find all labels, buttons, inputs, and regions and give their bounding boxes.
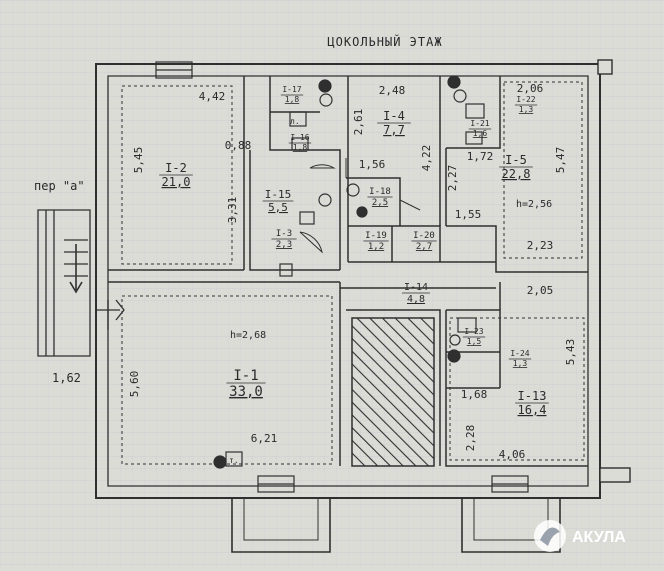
dimension-label: 1,72 [467, 150, 494, 163]
dimension-label: 2,28 [464, 425, 477, 452]
room-area-i-22: 1,3 [519, 105, 534, 114]
dimension-label: 2,05 [527, 284, 554, 297]
room-id-i-14: I-14 [404, 282, 428, 293]
dimension-label: 3,31 [226, 197, 239, 224]
room-area-i-18: 2,5 [372, 198, 388, 208]
light-pits [231, 498, 561, 553]
door-swings [299, 158, 421, 254]
room-labels: I-133,0 I-221,0I-32,3 I-47,7I-522,8I-1316,… [159, 85, 549, 417]
room-id-i-4: I-4 [383, 109, 405, 123]
dimension-label: 5,43 [564, 339, 577, 366]
room-area-i-3: 2,3 [276, 240, 292, 250]
dimension-label: 4,42 [199, 90, 226, 103]
room-area-i-20: 2,7 [416, 242, 432, 252]
meter-labels: л. т. [229, 117, 300, 465]
dimension-label: 4,22 [420, 145, 433, 172]
watermark-text: АКУЛА [572, 529, 626, 546]
dimension-label: 5,60 [128, 371, 141, 398]
room-id-i-15: I-15 [265, 188, 292, 201]
room-area-i-15: 5,5 [268, 201, 288, 214]
room-id-i-24: I-24 [510, 349, 529, 358]
room-id-i-23: I-23 [464, 327, 483, 336]
windows [155, 61, 529, 493]
outer-walls [95, 63, 601, 499]
hatched-area [351, 317, 435, 467]
room-area-i-14: 4,8 [407, 294, 425, 305]
dimension-label: 1,55 [455, 208, 482, 221]
dimension-labels: 4,42 5,45 0,88 3,31 2,48 2,61 4,22 1,56 2,06 1,72… [128, 82, 577, 461]
room-area-i-23: 1,5 [467, 337, 482, 346]
plumbing-fixtures [213, 75, 485, 469]
dimension-label: 5,45 [132, 147, 145, 174]
room-id-i-2: I-2 [165, 161, 187, 175]
room-area-i-24: 1,3 [513, 359, 528, 368]
room-area-i-2: 21,0 [162, 175, 191, 189]
room-id-i-22: I-22 [516, 95, 535, 104]
room-id-i-17: I-17 [282, 85, 301, 94]
room-area-i-13: 16,4 [518, 403, 547, 417]
watermark-logo: АКУЛА [534, 520, 626, 552]
room-id-i-19: I-19 [365, 231, 387, 241]
room-id-i-3: I-3 [276, 229, 292, 239]
room-id-i-18: I-18 [369, 187, 391, 197]
dimension-label: 2,61 [352, 109, 365, 136]
dimension-label: 5,47 [554, 147, 567, 174]
height-label-room1: h=2,68 [230, 330, 266, 341]
room-id-i-21: I-21 [470, 119, 489, 128]
meter-label-t: т. [229, 456, 239, 465]
room-id-i-5: I-5 [505, 153, 527, 167]
dimension-label: 2,48 [379, 84, 406, 97]
room-id-i-16: I-16 [290, 133, 309, 142]
lane-dimension: 1,62 [52, 371, 81, 385]
dimension-label: 2,27 [446, 165, 459, 192]
room-id-i-1: I-1 [233, 368, 258, 384]
plan-title: ЦОКОЛЬНЫЙ ЭТАЖ [327, 34, 442, 49]
dimension-label: 6,21 [251, 432, 278, 445]
room-id-i-20: I-20 [413, 231, 435, 241]
room-id-i-13: I-13 [518, 389, 547, 403]
dashed-outlines [121, 81, 585, 465]
room-area-i-5: 22,8 [502, 167, 531, 181]
room-area-i-21: 1,6 [473, 129, 488, 138]
dimension-label: 1,68 [461, 388, 488, 401]
height-label-room5: h=2,56 [516, 199, 552, 210]
dimension-label: 0,88 [225, 139, 252, 152]
meter-label-l: л. [290, 117, 300, 126]
entrance-stairs [37, 209, 125, 357]
room-area-i-1: 33,0 [229, 384, 263, 400]
dimension-label: 1,56 [359, 158, 386, 171]
dimension-label: 2,23 [527, 239, 554, 252]
room-area-i-17: 1,8 [285, 95, 300, 104]
lane-label: пер "а" [34, 179, 85, 193]
room-area-i-16: 1,8 [293, 143, 308, 152]
room-area-i-19: 1,2 [368, 242, 384, 252]
wall-notches [597, 59, 631, 483]
room-area-i-4: 7,7 [383, 123, 405, 137]
dimension-label: 2,06 [517, 82, 544, 95]
dimension-label: 4,06 [499, 448, 526, 461]
